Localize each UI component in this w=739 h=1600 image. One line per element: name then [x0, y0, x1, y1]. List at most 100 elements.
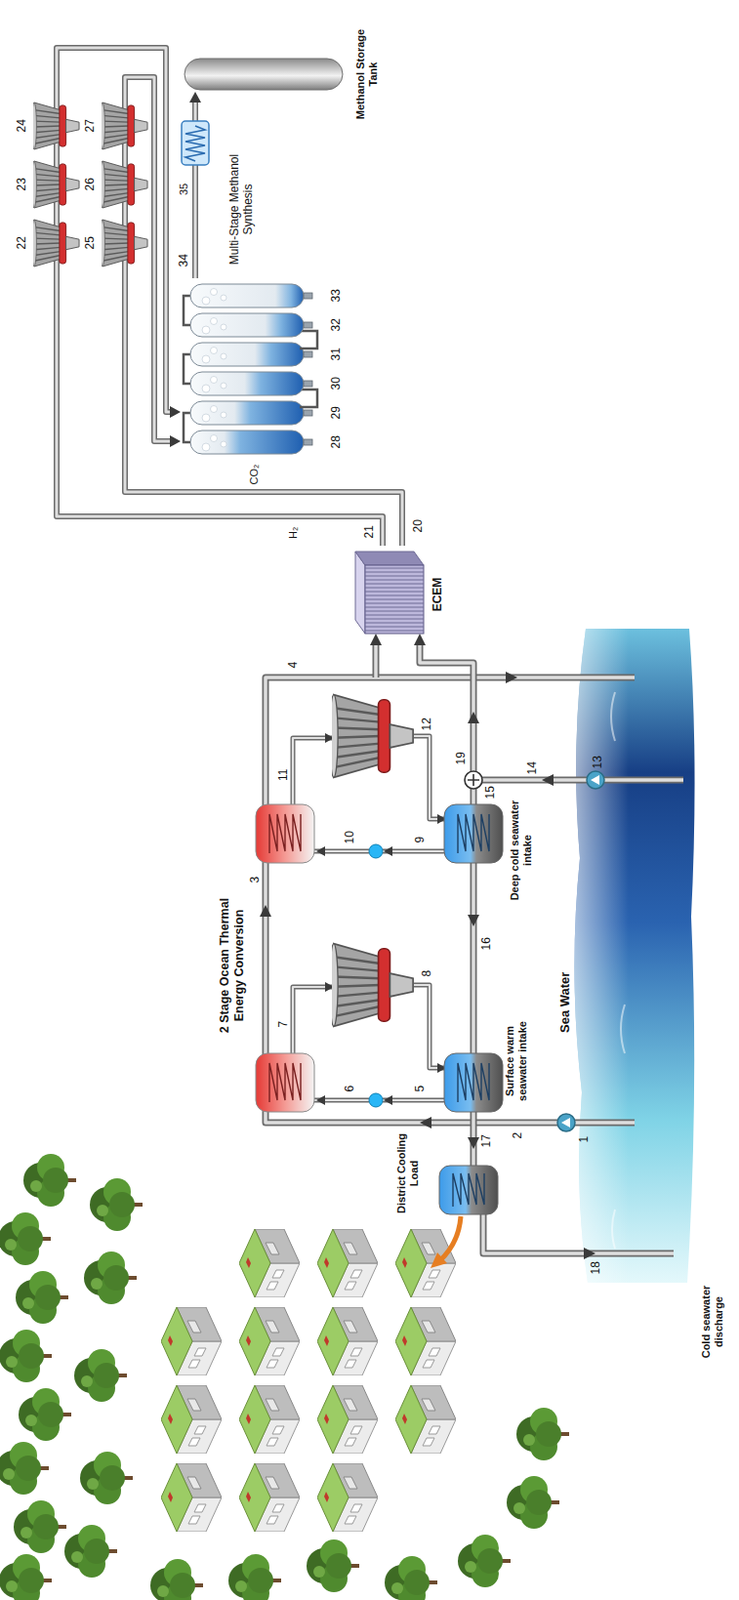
callout-number: 28: [328, 435, 343, 449]
graphic-use: [161, 1307, 222, 1376]
graphic-circle: [210, 318, 218, 326]
graphic-circle: [369, 844, 383, 859]
graphic-rect: [255, 804, 315, 863]
graphic-circle: [369, 1093, 383, 1108]
callout-number: 18: [588, 1261, 603, 1274]
graphic-use: [150, 1559, 204, 1600]
edge-label: CO₂: [247, 464, 261, 486]
graphic-polygon: [355, 551, 424, 566]
graphic-circle: [202, 443, 210, 452]
graphic-path: [611, 692, 625, 1249]
graphic-path: [457, 1063, 490, 1103]
graphic-path: [292, 986, 332, 1054]
graphic-line: [365, 610, 424, 612]
graphic-polygon: [541, 774, 554, 786]
graphic-use: [0, 1441, 49, 1495]
callout-number: 19: [453, 751, 468, 765]
graphic-rect: [439, 1165, 498, 1215]
graphic-rect: [303, 410, 313, 416]
graphic-path: [185, 125, 206, 162]
graphic-use: [32, 219, 80, 267]
text-label: 2 Stage Ocean Thermal Energy Conversion: [217, 892, 247, 1039]
callout-number: 27: [82, 119, 97, 132]
graphic-use: [306, 1539, 360, 1593]
callout-number: 21: [362, 525, 376, 538]
graphic-polygon: [467, 914, 480, 927]
graphic-line: [365, 621, 424, 623]
graphic-line: [365, 578, 424, 580]
graphic-path: [292, 738, 332, 805]
callout-number: 5: [412, 1085, 427, 1093]
graphic-use: [384, 1556, 438, 1600]
arrow-head: [189, 91, 202, 103]
graphic-use: [0, 1329, 52, 1383]
graphic-use: [329, 695, 413, 779]
callout-number: 22: [14, 236, 29, 249]
graphic-circle: [202, 384, 210, 393]
graphic-path: [413, 736, 445, 820]
graphic-polygon: [583, 1247, 596, 1260]
text-label: District Cooling Load: [395, 1132, 421, 1215]
graphic-path: [372, 641, 380, 678]
graphic-rect: [365, 565, 424, 634]
graphic-line: [365, 574, 424, 576]
text-label: Sea Water: [557, 972, 573, 1033]
pipe-outer: [124, 77, 403, 546]
graphic-line: [365, 567, 424, 569]
graphic-circle: [220, 382, 227, 389]
callout-number: 29: [328, 406, 343, 419]
graphic-polygon: [259, 904, 272, 917]
graphic-rect: [303, 292, 313, 299]
graphic-rect: [190, 371, 304, 396]
node-label: Methanol Storage Tank: [354, 25, 380, 124]
graphic-polygon: [419, 1116, 432, 1129]
graphic-path: [183, 412, 191, 443]
graphic-rect: [255, 1053, 315, 1112]
graphic-polygon: [316, 1095, 326, 1106]
graphic-path: [452, 1173, 485, 1207]
graphic-path: [269, 814, 301, 854]
graphic-path: [183, 295, 191, 326]
callout-number: 17: [479, 1134, 493, 1148]
callout-number: 7: [276, 1021, 290, 1028]
callout-number: 3: [247, 876, 262, 884]
graphic-use: [506, 1476, 560, 1529]
pipe-connector: [56, 47, 383, 546]
callout-number: 25: [82, 236, 97, 249]
graphic-use: [395, 1385, 456, 1454]
callout-number: 13: [590, 755, 605, 769]
graphic-use: [329, 944, 413, 1027]
graphic-polygon: [467, 1137, 480, 1150]
graphic-use: [317, 1307, 378, 1376]
graphic-line: [365, 617, 424, 619]
graphic-rect: [190, 284, 304, 308]
graphic-circle: [557, 1113, 575, 1132]
graphic-use: [317, 1385, 378, 1454]
callout-number: 6: [342, 1085, 357, 1093]
graphic-circle: [220, 411, 227, 418]
graphic-use: [516, 1407, 570, 1461]
graphic-circle: [210, 435, 218, 443]
callout-number: 2: [510, 1132, 525, 1140]
callout-number: 32: [328, 318, 343, 331]
graphic-use: [100, 219, 148, 267]
graphic-polygon: [316, 846, 326, 857]
text-label: Deep cold seawater intake: [508, 791, 534, 909]
graphic-use: [395, 1307, 456, 1376]
graphic-svg: [180, 56, 347, 92]
callout-number: 1: [576, 1136, 591, 1144]
graphic-rect: [303, 351, 313, 358]
arrow-head: [169, 406, 181, 418]
arrow-head: [169, 435, 181, 448]
graphic-use: [64, 1524, 118, 1578]
graphic-polygon: [590, 775, 600, 785]
callout-number: 14: [525, 761, 539, 775]
graphic-circle: [210, 347, 218, 355]
graphic-rect: [303, 380, 313, 387]
graphic-rect: [190, 430, 304, 454]
graphic-use: [100, 161, 148, 208]
graphic-path: [473, 780, 684, 1166]
callout-number: 4: [286, 661, 300, 669]
